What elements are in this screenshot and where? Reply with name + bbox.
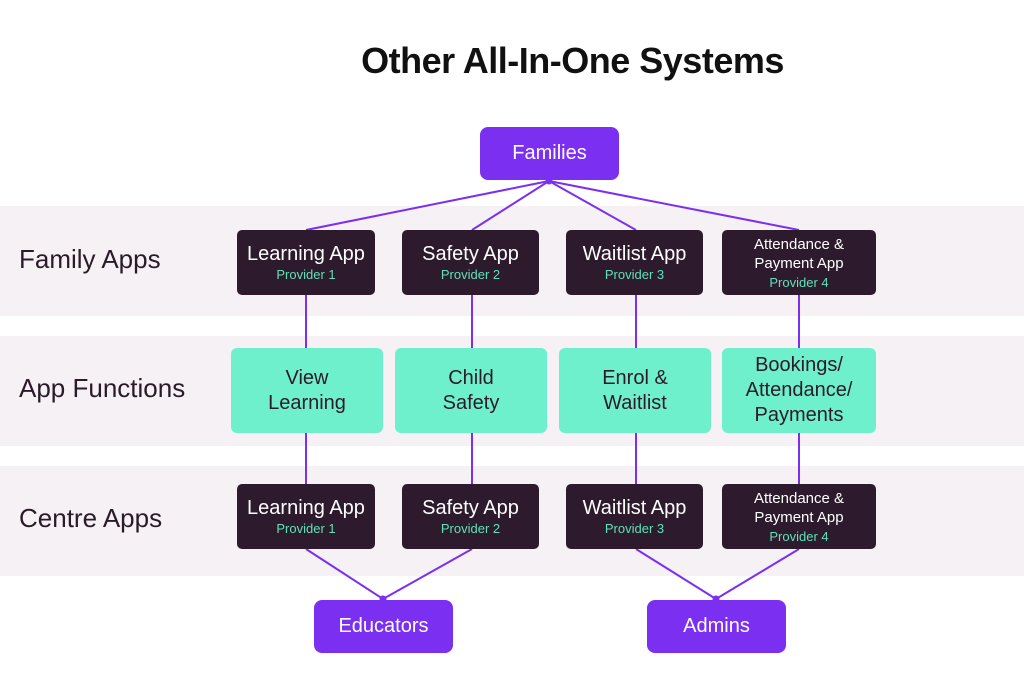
app-provider: Provider 2 [440, 267, 501, 282]
families-node: Families [480, 127, 619, 180]
diagram-title: Other All-In-One Systems [361, 40, 784, 81]
app-name: Attendance & Payment App [753, 236, 845, 272]
centre-app-learning: Learning App Provider 1 [237, 484, 375, 549]
app-name: Waitlist App [582, 497, 687, 519]
row-label-centre-apps: Centre Apps [19, 503, 163, 533]
family-app-learning: Learning App Provider 1 [237, 230, 375, 295]
function-enrol-waitlist: Enrol & Waitlist [559, 348, 711, 433]
centre-app-waitlist: Waitlist App Provider 3 [566, 484, 703, 549]
centre-app-attendance-payment: Attendance & Payment App Provider 4 [722, 484, 876, 549]
app-provider: Provider 4 [769, 529, 829, 544]
app-name: Safety App [422, 243, 519, 265]
row-label-family-apps: Family Apps [19, 244, 161, 274]
function-child-safety: Child Safety [395, 348, 547, 433]
family-app-safety: Safety App Provider 2 [402, 230, 539, 295]
app-name: Waitlist App [582, 243, 687, 265]
app-name: Attendance & Payment App [753, 490, 845, 526]
educators-node: Educators [314, 600, 453, 653]
function-bookings-attendance-payments: Bookings/ Attendance/ Payments [722, 348, 876, 433]
app-provider: Provider 4 [769, 275, 829, 290]
app-name: Learning App [247, 243, 365, 265]
app-provider: Provider 3 [604, 267, 665, 282]
app-name: Safety App [422, 497, 519, 519]
app-provider: Provider 1 [276, 267, 336, 282]
centre-app-safety: Safety App Provider 2 [402, 484, 539, 549]
row-label-app-functions: App Functions [19, 373, 186, 403]
function-view-learning: View Learning [231, 348, 383, 433]
app-provider: Provider 1 [276, 521, 336, 536]
family-app-attendance-payment: Attendance & Payment App Provider 4 [722, 230, 876, 295]
app-name: Learning App [247, 497, 365, 519]
app-provider: Provider 2 [440, 521, 501, 536]
family-app-waitlist: Waitlist App Provider 3 [566, 230, 703, 295]
app-provider: Provider 3 [604, 521, 665, 536]
admins-node: Admins [647, 600, 786, 653]
